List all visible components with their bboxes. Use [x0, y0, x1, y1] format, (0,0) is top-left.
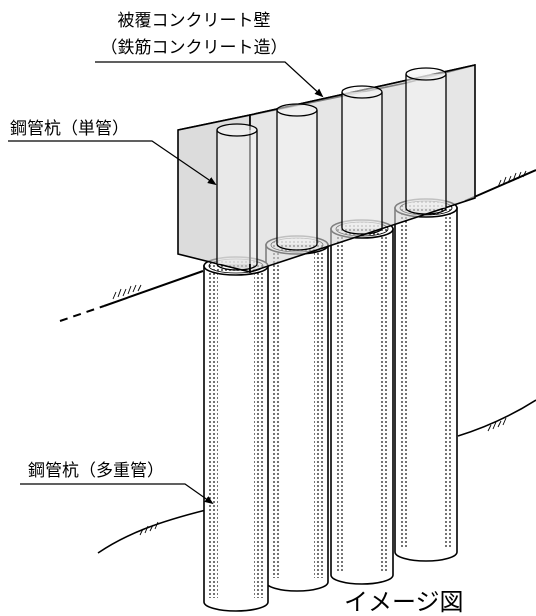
inner-pipe-3: [341, 85, 383, 235]
wall-label-line2: （鉄筋コンクリート造）: [101, 38, 288, 58]
steel-pipe-pile-multi: [203, 198, 458, 612]
pile-3: [330, 219, 394, 585]
leader-single-pile: [8, 140, 217, 186]
pile-2: [265, 235, 329, 592]
caption: イメージ図: [344, 588, 464, 616]
inner-pipe-2: [276, 103, 318, 251]
pile-4: [394, 198, 458, 562]
wall-label-line1: 被覆コンクリート壁: [118, 11, 271, 31]
inner-pipe-4: [405, 67, 447, 215]
inner-pipe-1: [216, 123, 258, 271]
steel-pipe-pile-single: [216, 67, 447, 271]
ground-line-lower: [97, 399, 536, 554]
leader-multi-pile: [20, 483, 214, 505]
pile-1: [203, 256, 269, 612]
ground-hatching: [112, 170, 527, 536]
leader-lines: [8, 61, 324, 505]
leader-wall: [95, 61, 324, 98]
single-pile-label: 鋼管杭（単管）: [10, 119, 129, 139]
multi-pile-label: 鋼管杭（多重管）: [28, 461, 164, 481]
